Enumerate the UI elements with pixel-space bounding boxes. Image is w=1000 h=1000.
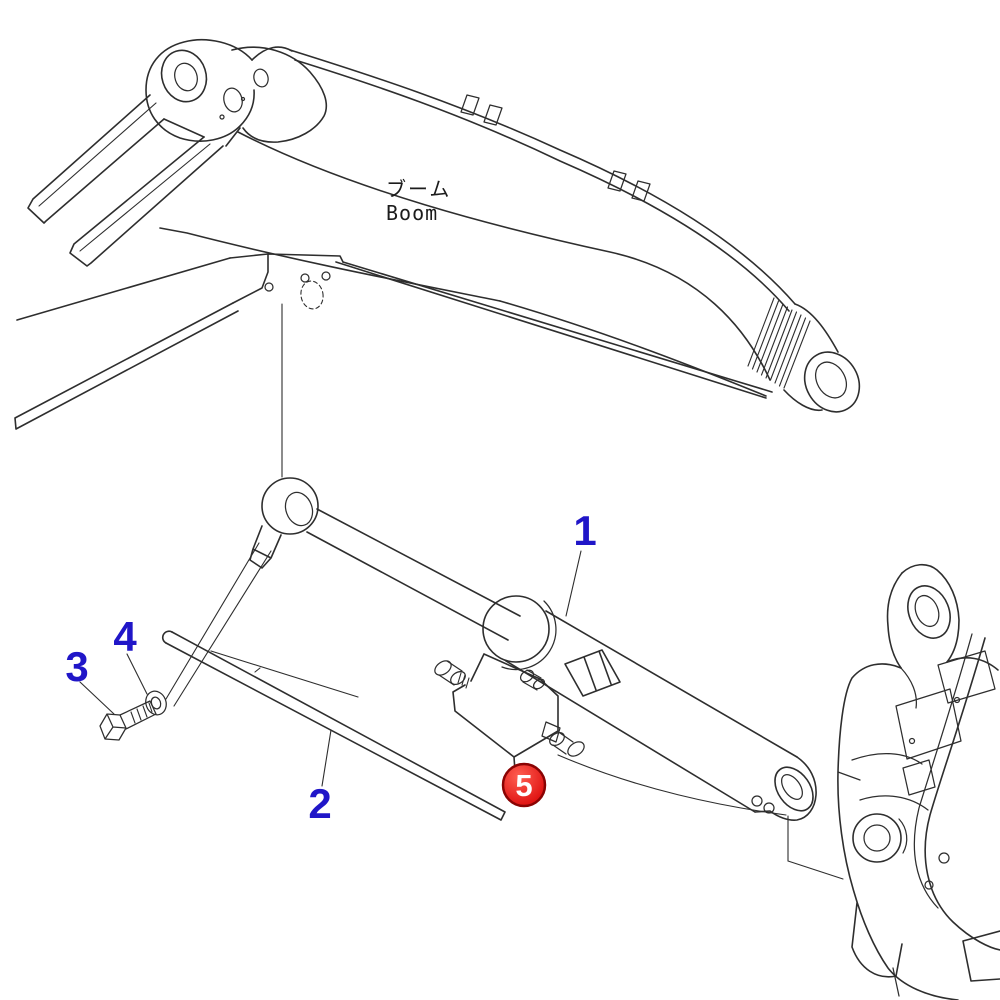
boom-nose-pin-hole bbox=[803, 351, 861, 413]
boom-label-english: Boom bbox=[386, 201, 438, 225]
callout-1[interactable]: 1 bbox=[573, 507, 596, 554]
boom-bottom-profile bbox=[14, 253, 773, 430]
cylinder-gland bbox=[482, 595, 550, 663]
cylinder-barrel bbox=[505, 610, 798, 813]
leader-callout-3 bbox=[79, 681, 115, 715]
callout-5-circle[interactable] bbox=[501, 762, 547, 808]
callout-5-number: 5 bbox=[515, 768, 532, 803]
callout-5-badge[interactable]: 5 bbox=[501, 762, 547, 808]
machine-frame bbox=[837, 563, 1000, 1000]
rod-eye bbox=[261, 477, 319, 535]
leader-callout-2 bbox=[321, 729, 332, 787]
frame-boss-hole bbox=[907, 585, 951, 639]
leader-callout-4 bbox=[126, 653, 148, 695]
washer-part4 bbox=[145, 690, 167, 716]
clamp-bracket-part5 bbox=[434, 653, 585, 772]
boom-nose-hatching bbox=[747, 297, 811, 389]
bolt-part3 bbox=[99, 700, 157, 741]
leader-lines bbox=[79, 303, 844, 880]
leader-callout-1 bbox=[565, 550, 582, 617]
barrel-eye bbox=[774, 766, 814, 812]
leader-bracket-to-frame bbox=[557, 754, 787, 816]
leader-cylinder-to-frame bbox=[787, 815, 844, 880]
piston-rod bbox=[306, 508, 521, 641]
boom-upper-drawing bbox=[27, 38, 861, 413]
cylinder-valve-block bbox=[564, 649, 621, 697]
callout-3[interactable]: 3 bbox=[65, 643, 88, 690]
boom-foot-pin-hole bbox=[160, 49, 208, 103]
callout-2[interactable]: 2 bbox=[308, 780, 331, 827]
boom-label-japanese: ブーム bbox=[386, 177, 451, 201]
frame-pin-boss bbox=[852, 813, 902, 863]
callout-4[interactable]: 4 bbox=[113, 613, 137, 660]
leader-clevis-to-pin bbox=[165, 542, 272, 707]
grease-pipe-part2 bbox=[161, 630, 506, 821]
